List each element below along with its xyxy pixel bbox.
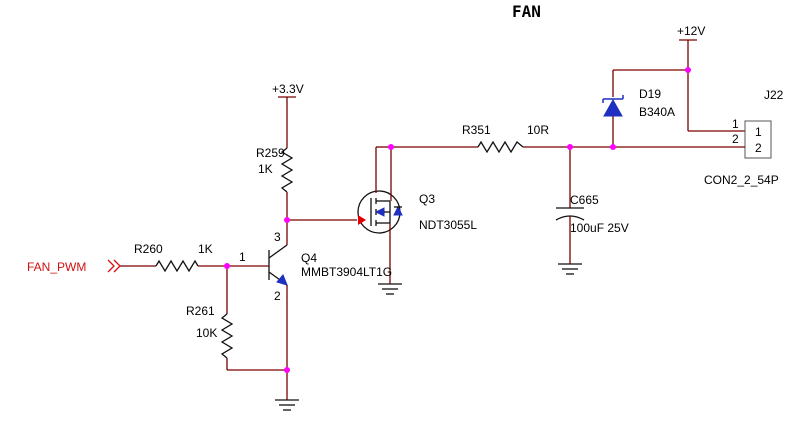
vcc33-power-symbol: +3.3V	[272, 82, 304, 148]
ground-symbol-q4	[275, 399, 299, 411]
j22-value: CON2_2_54P	[704, 173, 779, 187]
connector-j22: J22 1 2 1 2 CON2_2_54P	[704, 88, 784, 187]
j22-pin2-label: 2	[755, 141, 762, 155]
q4-ref: Q4	[301, 251, 317, 265]
vcc12-power-symbol: +12V	[677, 24, 705, 70]
junction-dot	[224, 263, 230, 269]
c665-ref: C665	[570, 193, 599, 207]
q4-pin-collector: 3	[274, 230, 281, 244]
junction-dot	[685, 67, 691, 73]
junction-dot	[567, 144, 573, 150]
junction-dot	[284, 367, 290, 373]
r259-ref: R259	[256, 146, 285, 160]
ground-symbol-q3	[378, 283, 402, 295]
transistor-q4: 1 3 2 Q4 MMBT3904LT1G	[227, 230, 392, 370]
q4-pin-emitter: 2	[274, 289, 281, 303]
ground-symbol-c665	[558, 263, 582, 275]
j22-pin1-number: 1	[732, 117, 739, 131]
junction-dot	[388, 144, 394, 150]
schematic-title: FAN	[512, 2, 541, 21]
r351-value: 10R	[527, 123, 549, 137]
diode-d19: D19 B340A	[602, 70, 675, 147]
r259-value: 1K	[258, 162, 273, 176]
r260-value: 1K	[198, 242, 213, 256]
resistor-r259: R259 1K	[256, 146, 294, 245]
resistor-r260: R260 1K	[134, 242, 213, 273]
fan-pwm-label: FAN_PWM	[27, 260, 86, 274]
c665-value: 100uF 25V	[570, 221, 629, 235]
vcc33-label: +3.3V	[272, 82, 304, 96]
q4-pin-base: 1	[239, 250, 246, 264]
mosfet-q3: Q3 NDT3055L	[357, 146, 477, 284]
r351-ref: R351	[462, 123, 491, 137]
capacitor-c665: C665 100uF 25V	[555, 147, 629, 264]
q3-ref: Q3	[419, 192, 435, 206]
resistor-r261: R261 10K	[186, 304, 234, 370]
vcc12-label: +12V	[677, 24, 705, 38]
r261-value: 10K	[196, 326, 217, 340]
d19-value: B340A	[639, 105, 675, 119]
fan-pwm-net-port: FAN_PWM	[27, 259, 121, 274]
q3-value: NDT3055L	[419, 218, 477, 232]
gate-arrow-icon	[358, 215, 366, 225]
d19-ref: D19	[639, 87, 661, 101]
junction-dot	[610, 144, 616, 150]
q4-value: MMBT3904LT1G	[301, 265, 392, 279]
r261-ref: R261	[186, 304, 215, 318]
j22-pin2-number: 2	[732, 132, 739, 146]
resistor-r351: R351 10R	[462, 123, 549, 154]
r260-ref: R260	[134, 242, 163, 256]
j22-pin1-label: 1	[755, 125, 762, 139]
junction-dot	[284, 217, 290, 223]
j22-ref: J22	[764, 88, 784, 102]
